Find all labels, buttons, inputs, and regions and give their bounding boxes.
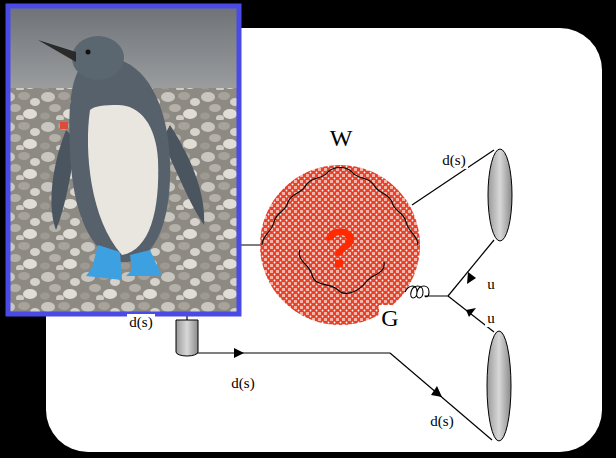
meson-cylinder xyxy=(176,320,198,356)
meson-cone xyxy=(488,149,512,241)
quark-label: d(s) xyxy=(229,375,256,392)
quark-label: u xyxy=(485,310,497,327)
boson-label: W xyxy=(328,125,355,151)
gluon-line xyxy=(405,286,448,298)
penguin-loop-node: ? xyxy=(280,188,400,308)
w-boson-line xyxy=(262,168,418,294)
photo-frame xyxy=(8,6,239,314)
gluon-label: G xyxy=(379,305,400,331)
white-panel xyxy=(46,28,602,452)
penguin-loop-blob xyxy=(260,165,420,325)
quark-label: d(s) xyxy=(127,314,154,331)
question-mark: ? xyxy=(323,220,357,276)
meson-cone xyxy=(487,331,511,441)
quark-label: d(s) xyxy=(428,413,455,430)
quark-label: u xyxy=(485,276,497,293)
quark-label: d(s) xyxy=(440,152,467,169)
